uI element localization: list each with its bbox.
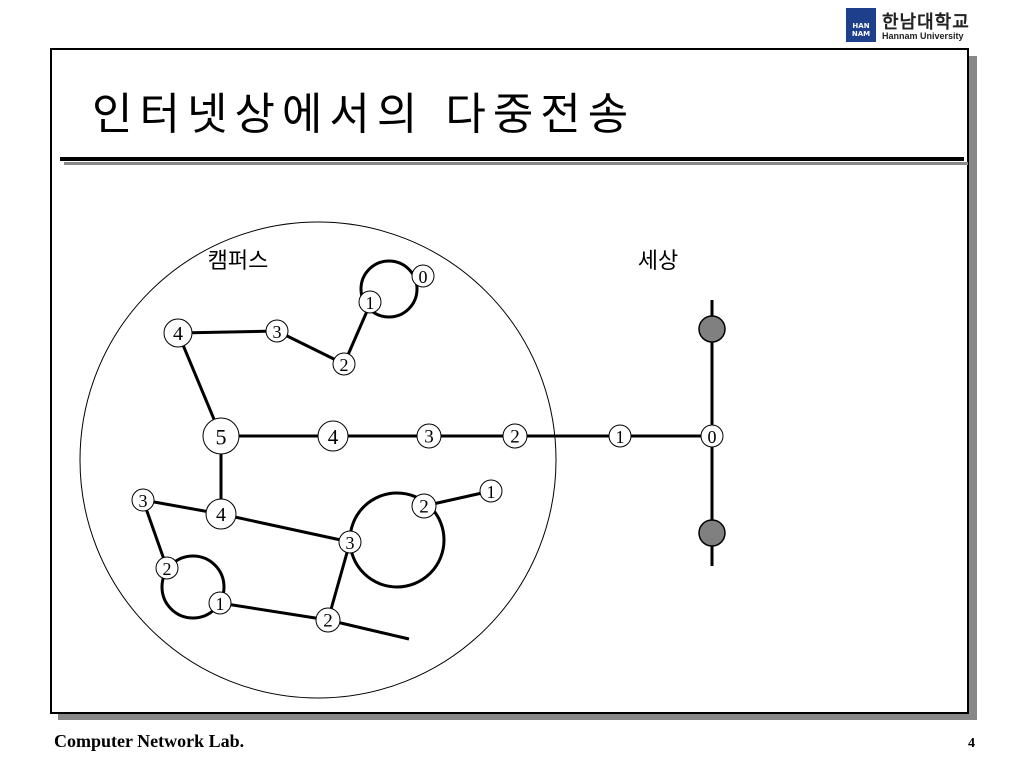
link-3-2-left (141, 499, 169, 569)
link-2-tail (327, 618, 410, 641)
link-1-2-mid (219, 601, 329, 622)
svg-text:1: 1 (487, 482, 496, 502)
node-main-1: 1 (608, 424, 632, 448)
node-lower-4: 4 (205, 498, 237, 530)
svg-text:1: 1 (216, 594, 225, 614)
svg-text:4: 4 (216, 504, 226, 526)
link-4-3-center (220, 512, 351, 544)
svg-text:3: 3 (273, 322, 282, 342)
node-top-loop-1: 1 (358, 290, 382, 314)
title-rule-shadow (64, 162, 968, 165)
svg-text:5: 5 (216, 425, 227, 450)
node-top-loop-0: 0 (411, 264, 435, 288)
university-emblem-icon: HAN NAM (846, 8, 876, 42)
node-main-0: 0 (700, 424, 724, 448)
svg-text:3: 3 (139, 491, 148, 511)
node-main-5: 5 (202, 417, 240, 455)
logo-korean-name: 한남대학교 (882, 12, 970, 33)
logo-english-name: Hannam University (882, 31, 964, 41)
svg-text:2: 2 (510, 427, 520, 448)
footer-lab-name: Computer Network Lab. (54, 731, 245, 751)
world-label: 세상 (638, 249, 678, 274)
node-lower-2-mid: 2 (315, 607, 341, 633)
world-host-top (698, 315, 726, 343)
svg-text:3: 3 (424, 427, 434, 448)
svg-text:2: 2 (323, 611, 333, 632)
svg-text:2: 2 (163, 559, 172, 579)
title-rule (60, 157, 964, 161)
node-top-path-3: 3 (265, 319, 289, 343)
node-lower-2-left: 2 (155, 556, 179, 580)
left-loop (160, 554, 226, 620)
svg-text:4: 4 (328, 425, 339, 449)
slide-title: 인터넷상에서의 다중전송 (92, 89, 636, 140)
world-host-bottom (698, 519, 726, 547)
svg-text:0: 0 (708, 427, 717, 447)
node-lower-1-left: 1 (208, 591, 232, 615)
node-lower-1-right: 1 (479, 479, 503, 503)
link-4-5 (176, 332, 223, 437)
node-main-3: 3 (416, 423, 442, 449)
link-3-2-top (276, 329, 345, 366)
node-lower-2-right: 2 (411, 493, 437, 519)
slide-frame: 인터넷상에서의 다중전송 (50, 48, 969, 714)
node-top-path-2: 2 (332, 352, 356, 376)
page-number: 4 (968, 736, 975, 751)
campus-label: 캠퍼스 (208, 249, 269, 274)
svg-text:2: 2 (419, 497, 429, 518)
campus-boundary (79, 221, 557, 699)
svg-text:3: 3 (346, 533, 355, 553)
node-main-2: 2 (502, 423, 528, 449)
svg-text:1: 1 (366, 293, 375, 313)
top-loop (359, 259, 419, 319)
node-main-4: 4 (317, 420, 349, 452)
svg-text:4: 4 (173, 323, 183, 345)
link-4-3-top (177, 329, 278, 335)
svg-text:0: 0 (419, 267, 428, 287)
node-lower-3-left: 3 (131, 488, 155, 512)
node-lower-3-center: 3 (338, 530, 362, 554)
node-top-path-4: 4 (163, 318, 193, 348)
svg-text:1: 1 (616, 427, 625, 447)
link-3-2-mid (326, 541, 352, 621)
university-logo: HAN NAM 한남대학교 Hannam University (846, 6, 986, 46)
svg-text:2: 2 (340, 355, 349, 375)
